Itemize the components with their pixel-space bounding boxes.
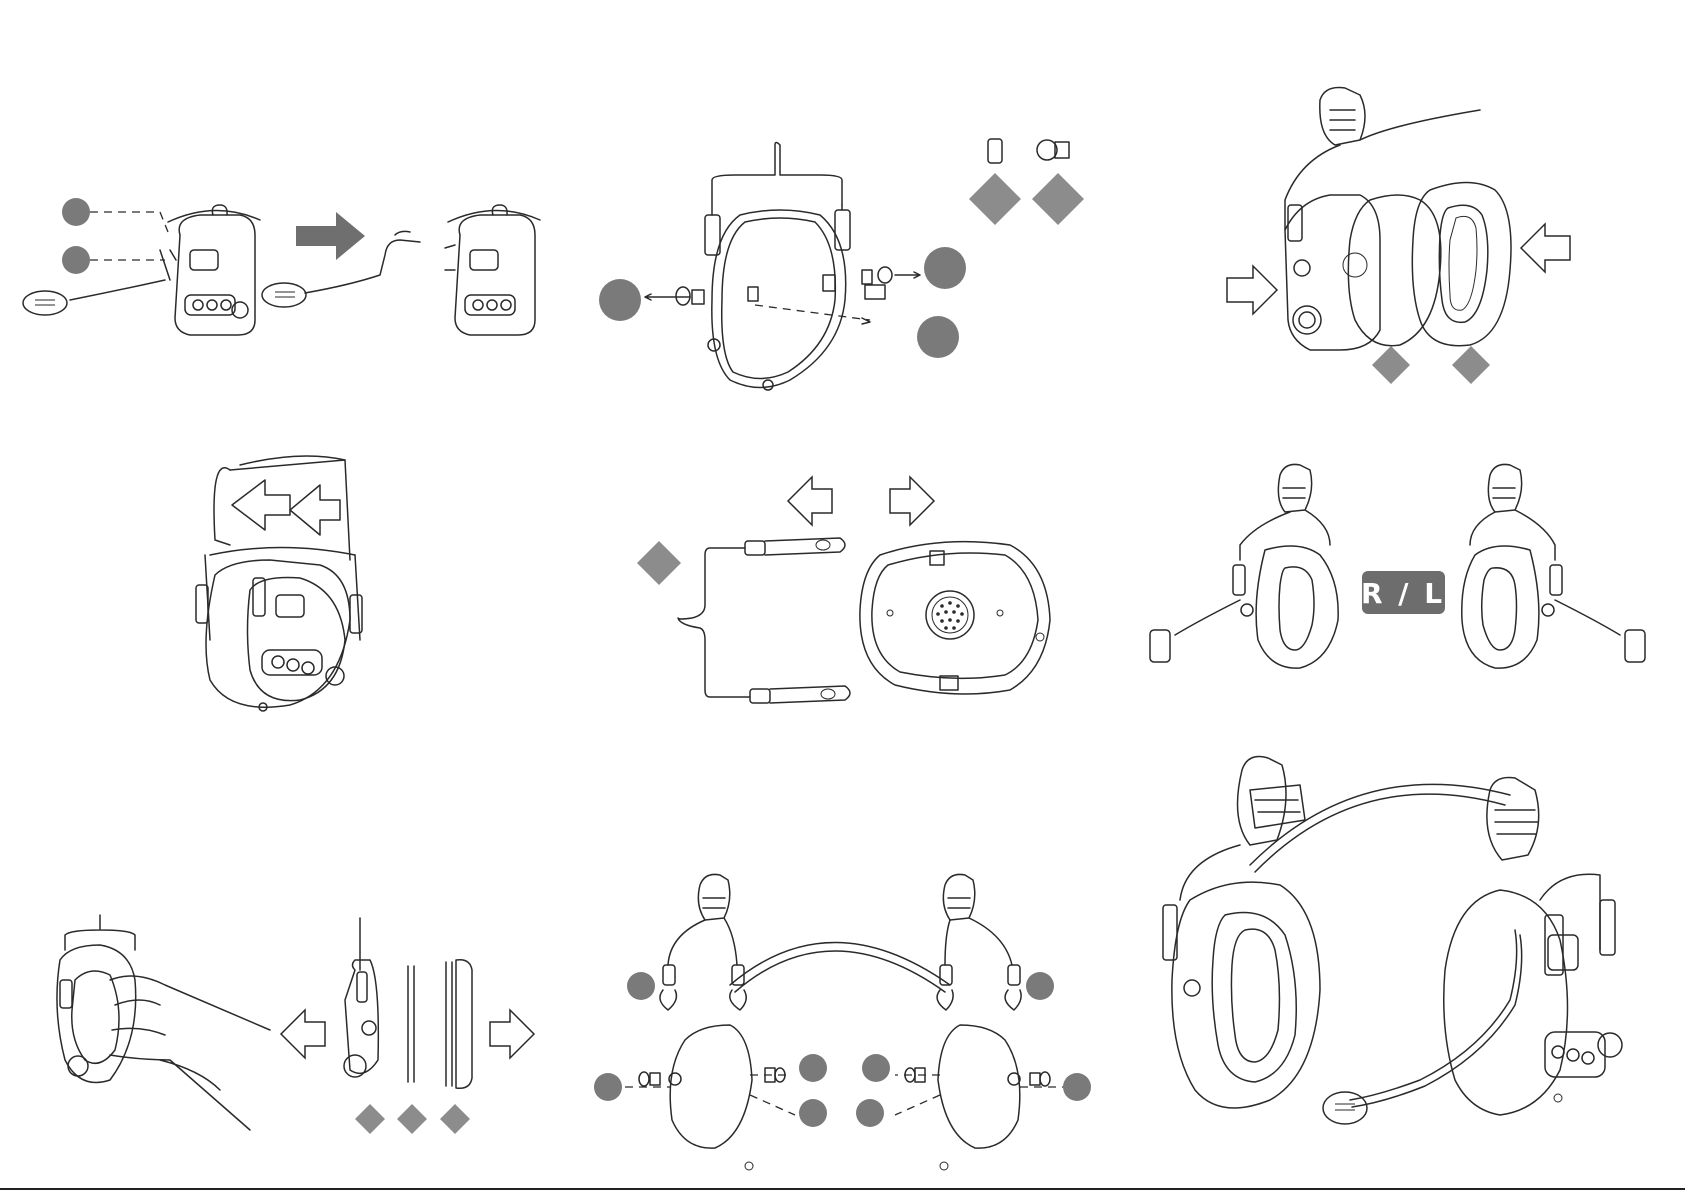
pull-arrow-left-icon: [281, 1010, 325, 1058]
pull-arrow-right-icon: [490, 1010, 534, 1058]
direction-arrow-icon: [296, 212, 365, 260]
callout-marker-5: [917, 316, 959, 358]
headset-side-left: [1462, 464, 1645, 668]
panel-right-left: R / L: [1150, 464, 1645, 668]
callout-marker-3: [599, 279, 641, 321]
inner-foam-pad: [1343, 195, 1441, 346]
part-marker-g: [397, 1104, 427, 1134]
callout-marker-4: [924, 247, 966, 289]
panel-separate-bracket: [637, 477, 1050, 703]
panel-mic-attach: [23, 198, 540, 335]
earcup-shell-back: [860, 542, 1050, 694]
earcup-without-mic: [445, 205, 540, 335]
panel-fold-cover: [196, 456, 362, 711]
push-arrow-right-icon: [1521, 224, 1570, 272]
headband-bracket: [705, 143, 850, 256]
callout-marker-10: [799, 1054, 827, 1082]
part-marker-a: [969, 173, 1021, 225]
rl-badge: R / L: [1361, 571, 1445, 614]
rl-badge-text: R / L: [1361, 577, 1445, 610]
earcup-body: [1285, 88, 1480, 351]
push-arrow-left-icon: [1227, 266, 1277, 314]
callout-marker-9: [1063, 1073, 1091, 1101]
callout-marker-7: [1026, 972, 1054, 1000]
panel-final-headset: [1163, 757, 1622, 1125]
arrow-left-icon: [788, 477, 832, 525]
callout-marker-1: [62, 198, 90, 226]
earcup-shell-outline: [708, 210, 846, 390]
part-marker-f: [355, 1104, 385, 1134]
part-marker-b: [1032, 173, 1084, 225]
callout-marker-6: [627, 972, 655, 1000]
callout-marker-13: [856, 1099, 884, 1127]
callout-marker-2: [62, 246, 90, 274]
earcup-layers-exploded: [344, 918, 472, 1088]
part-marker-c: [1372, 346, 1410, 384]
arrow-right-icon: [890, 477, 934, 525]
panel-earpad-fit: [1227, 88, 1570, 385]
part-marker-h: [440, 1104, 470, 1134]
earcup-with-mic: [23, 205, 260, 335]
headset-side-right: [1150, 464, 1338, 668]
part-marker-d: [1452, 346, 1490, 384]
callout-marker-8: [594, 1073, 622, 1101]
panel-pull-earpad: [57, 915, 534, 1134]
ear-cushion: [1412, 183, 1511, 346]
leader-line-1: [90, 212, 168, 232]
panel-bracket-assembly: [594, 874, 1091, 1170]
earcup-with-hand: [57, 915, 270, 1130]
callout-marker-11: [862, 1054, 890, 1082]
callout-marker-12: [799, 1099, 827, 1127]
wire-bracket: [678, 538, 850, 703]
part-marker-e: [637, 541, 681, 585]
panel-bracket-removal: [599, 139, 1084, 390]
